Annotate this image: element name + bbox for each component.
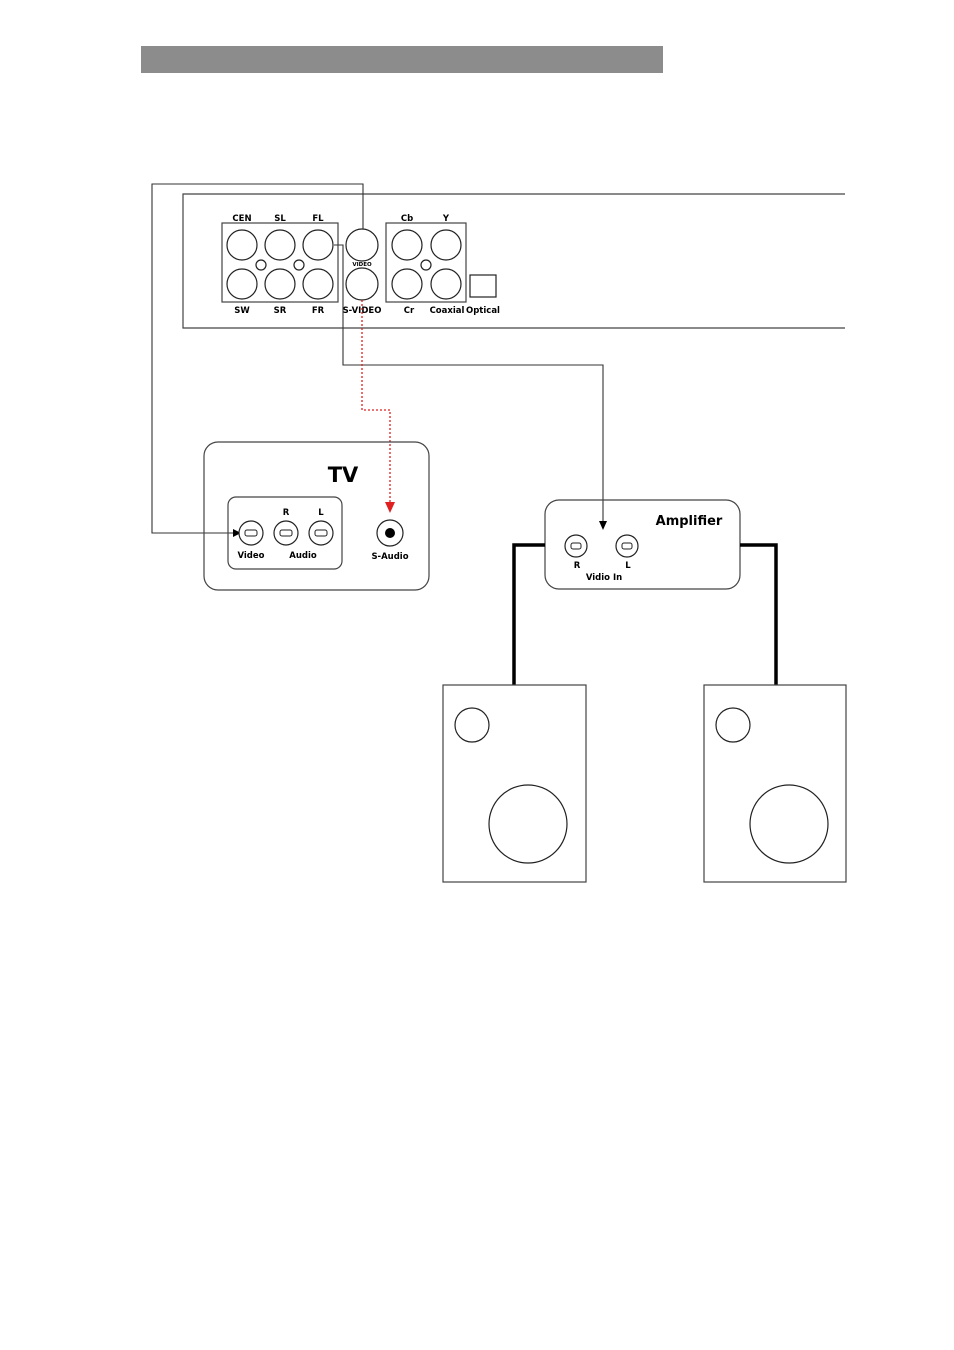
tv-label-s-audio: S-Audio [371,552,408,562]
jack-fl [303,230,333,260]
arrow-head [385,502,395,513]
jack-optical [470,275,496,297]
label-fr: FR [312,306,325,316]
woofer-icon [489,785,567,863]
jack-cen [227,230,257,260]
amplifier-title: Amplifier [656,514,723,529]
speaker-left [443,685,586,882]
jack-sw [227,269,257,299]
amp-label-input: Vidio In [586,573,622,583]
tv-unit: TV R L Video Audio S-Audio [204,442,429,590]
woofer-icon [750,785,828,863]
amplifier-unit: Amplifier R L Vidio In [545,500,740,589]
label-sw: SW [234,306,250,316]
amp-label-l: L [625,561,631,571]
arrow-head [599,521,607,530]
jack-sr [265,269,295,299]
label-optical: Optical [466,306,500,316]
speaker-right [704,685,846,882]
tv-label-video: Video [237,551,264,561]
label-sr: SR [274,306,287,316]
jack-sl [265,230,295,260]
tv-title: TV [328,463,359,487]
s-video-cable [362,300,390,503]
label-s-video: S-VIDEO [343,306,382,316]
jack-s-video [346,268,378,300]
label-cb: Cb [401,214,413,224]
label-video: VIDEO [352,262,372,268]
label-cr: Cr [404,306,415,316]
jack-y [431,230,461,260]
speaker-wire-left [514,545,545,685]
tweeter-icon [716,708,750,742]
amp-label-r: R [574,561,581,571]
speaker-wire-right [740,545,776,685]
tv-label-r: R [283,508,290,518]
label-cen: CEN [232,214,251,224]
panel-screw [294,260,304,270]
jack-coaxial [431,269,461,299]
dvd-rear-panel: CEN SL FL Cb Y VIDEO SW SR FR S-VIDEO Cr… [183,194,845,328]
label-fl: FL [312,214,324,224]
tv-jack-s-audio-pin [385,528,395,538]
tweeter-icon [455,708,489,742]
label-coaxial: Coaxial [430,306,465,316]
label-sl: SL [274,214,286,224]
jack-video [346,229,378,261]
jack-cb [392,230,422,260]
jack-cr [392,269,422,299]
tv-body [204,442,429,590]
tv-label-audio: Audio [289,551,317,561]
jack-fr [303,269,333,299]
tv-label-l: L [318,508,324,518]
panel-screw [256,260,266,270]
panel-screw [421,260,431,270]
label-y: Y [442,214,450,224]
